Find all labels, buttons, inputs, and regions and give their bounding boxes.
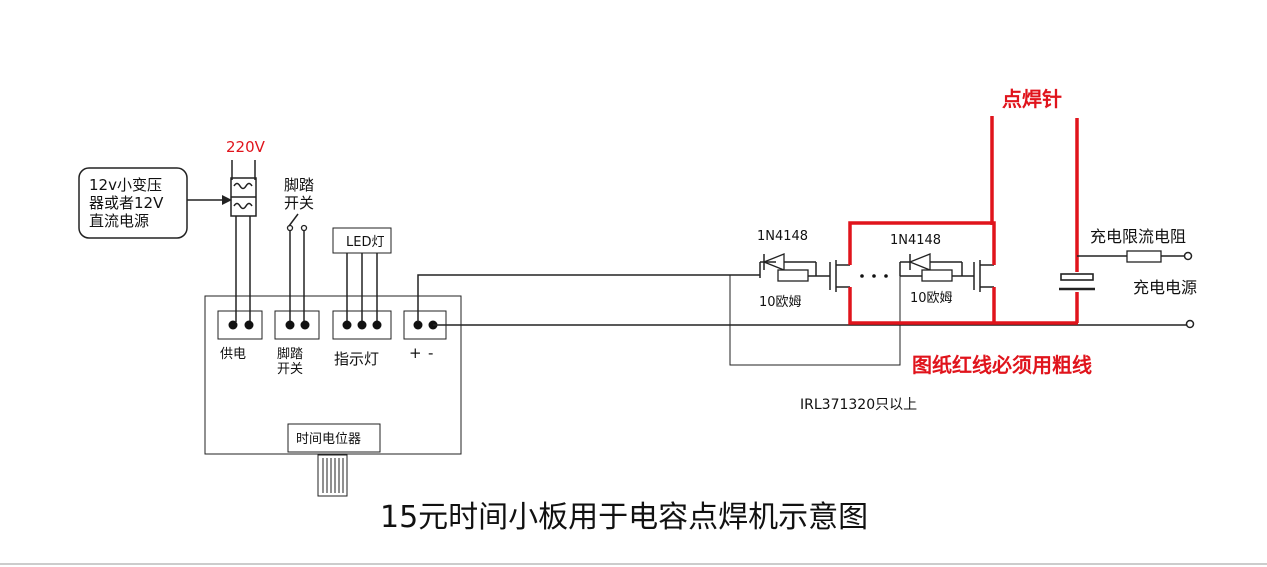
diode-2 [899, 253, 963, 276]
diagram-title: 15元时间小板用于电容点焊机示意图 [380, 500, 868, 535]
gate-bus-frame [729, 275, 901, 366]
terminal-power [217, 310, 263, 340]
board-plus-label: + [409, 344, 422, 362]
resistor-1 [777, 269, 809, 282]
mains-label: 220V [226, 138, 266, 156]
supply-line-1: 12v小变压 [89, 176, 162, 194]
diode-1 [759, 253, 817, 278]
resistor-2 [921, 269, 953, 282]
pot-knob [317, 454, 348, 497]
capacitor [1059, 273, 1095, 291]
charge-resistor-label: 充电限流电阻 [1090, 227, 1186, 246]
mosfet-2 [973, 260, 994, 292]
foot-switch-symbol [286, 213, 308, 322]
charge-terminal-bottom [1185, 319, 1195, 329]
gate-wire [417, 274, 760, 322]
charge-source-label: 充电电源 [1133, 278, 1197, 297]
transformer-symbol [230, 160, 257, 322]
board-indicator-label: 指示灯 [334, 350, 379, 368]
resistor-1-label: 10欧姆 [759, 295, 802, 310]
diode-1-label: 1N4148 [757, 229, 808, 244]
thick-wire-note: 图纸红线必须用粗线 [912, 353, 1092, 377]
thick-red-wires [848, 116, 1079, 325]
supply-line-3: 直流电源 [89, 212, 149, 230]
pot-label: 时间电位器 [296, 432, 361, 447]
supply-arrow-head [222, 195, 232, 205]
board-power-label: 供电 [220, 347, 246, 362]
resistor-2-label: 10欧姆 [910, 291, 953, 306]
board-pedal-label-2: 开关 [277, 362, 303, 377]
charge-terminal-top [1183, 251, 1193, 261]
board-pedal-label-1: 脚踏 [277, 346, 303, 362]
ellipsis-dots [860, 274, 888, 278]
terminal-indicator [332, 310, 392, 340]
diode-2-label: 1N4148 [890, 233, 941, 248]
charge-resistor [1126, 250, 1162, 263]
timer-board [204, 295, 462, 455]
mosfet-note: IRL371320只以上 [800, 397, 917, 413]
board-minus-label: - [428, 344, 433, 362]
supply-box: 12v小变压 器或者12V 直流电源 [78, 167, 188, 239]
supply-line-2: 器或者12V [89, 194, 164, 212]
pot-label-box [287, 423, 381, 453]
mosfet-1 [829, 260, 850, 292]
terminal-pedal [274, 310, 320, 340]
foot-switch-top-line1: 脚踏 [284, 176, 314, 194]
foot-switch-top-line2: 开关 [284, 194, 314, 212]
led-label: LED灯 [346, 235, 384, 250]
weld-needle-label: 点焊针 [1002, 87, 1062, 111]
